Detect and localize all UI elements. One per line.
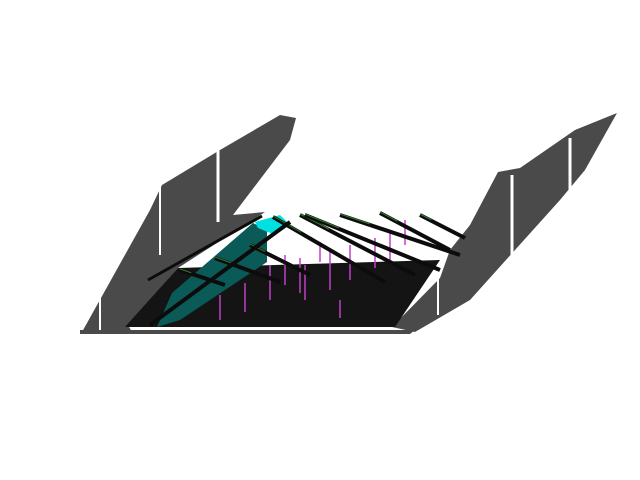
walls	[82, 113, 617, 332]
beam-edge	[214, 256, 232, 264]
beam	[249, 243, 311, 277]
beam	[304, 213, 441, 272]
beam-edge	[179, 268, 192, 274]
beam	[271, 215, 387, 284]
beams	[147, 211, 466, 327]
beam	[179, 268, 226, 287]
beam	[148, 220, 292, 327]
beam-edge	[379, 211, 398, 222]
beam	[379, 211, 451, 252]
beam	[299, 213, 416, 277]
right-wall	[392, 113, 617, 332]
beam	[419, 213, 466, 240]
beam	[147, 214, 263, 282]
beam-edge	[304, 213, 339, 229]
beam	[214, 256, 281, 284]
left-wall	[82, 115, 296, 332]
beam	[339, 213, 461, 257]
bottom-edge	[80, 330, 415, 334]
beam-edge	[339, 213, 371, 225]
beam-edge	[419, 213, 432, 221]
